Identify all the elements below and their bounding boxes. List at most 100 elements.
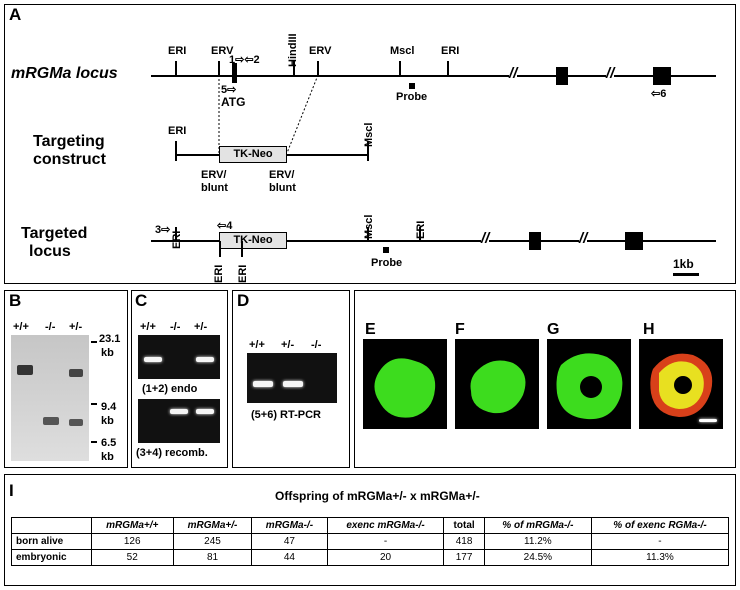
table-row: born alive 126 245 47 - 418 11.2% - — [11, 533, 730, 550]
construct-mscl: Mscl — [363, 122, 375, 147]
b-genotype-1: +/+ — [13, 321, 29, 333]
d-genotype-1: +/+ — [249, 339, 265, 351]
targeted-mscl: Mscl — [363, 214, 375, 239]
targeted-break-1: // — [481, 230, 490, 247]
d-genotype-3: -/- — [311, 339, 322, 351]
construct-label-1: Targeting — [33, 133, 105, 150]
panel-i-label: I — [9, 481, 14, 500]
targeted-label-2: locus — [29, 243, 71, 260]
construct-eri: ERI — [168, 125, 187, 137]
cell-h — [650, 353, 713, 417]
targeted-label-1: Targeted — [21, 225, 88, 242]
table-header-row: mRGMa+/+ mRGMa+/- mRGMa-/- exenc mRGMa-/… — [11, 517, 730, 534]
erv-blunt-2b: blunt — [269, 182, 296, 194]
c-caption-top: (1+2) endo — [142, 383, 198, 395]
targeted-probe-label: Probe — [371, 257, 403, 269]
panel-f-image — [455, 339, 539, 429]
panel-a: A mRGMa locus ERI ERV 1⇨⇦2 5⇨ ATG HindII… — [4, 4, 736, 284]
locus-eri-2: ERI — [441, 45, 460, 57]
targeted-exon-1 — [529, 232, 541, 250]
locus-label: mRGMa locus — [11, 65, 118, 82]
panel-c: C +/+ -/- +/- (1+2) endo (3+4) recomb. — [131, 290, 228, 468]
cell-f — [470, 360, 526, 414]
b-band-3 — [43, 417, 59, 425]
c-gel-top-band-3 — [196, 357, 214, 362]
construct-tkneo: TK-Neo — [219, 146, 287, 163]
panel-efgh: E F G H — [354, 290, 736, 468]
targeted-eri-2: ERI — [213, 264, 225, 283]
c-gel-bottom-band-3 — [196, 409, 214, 414]
panel-a-label: A — [9, 5, 22, 24]
erv-blunt-1b: blunt — [201, 182, 228, 194]
scale-label: 1kb — [673, 257, 694, 271]
panel-d-label: D — [237, 291, 250, 310]
targeted-eri-4: ERI — [415, 220, 427, 239]
locus-break-1: // — [509, 65, 518, 82]
locus-line — [151, 75, 716, 77]
targeted-probe — [383, 247, 389, 253]
primer-3: 3⇨ — [155, 224, 171, 236]
targeted-line — [151, 240, 716, 242]
targeted-eri-1: ERI — [171, 230, 183, 249]
targeted-eri-3: ERI — [237, 264, 249, 283]
c-caption-bottom: (3+4) recomb. — [136, 447, 208, 459]
b-size-1: 23.1 — [99, 333, 121, 345]
table-title: Offspring of mRGMa+/- x mRGMa+/- — [275, 489, 480, 503]
locus-probe — [409, 83, 415, 89]
targeted-tkneo: TK-Neo — [219, 232, 287, 249]
table-row: embryonic 52 81 44 20 177 24.5% 11.3% — [11, 549, 730, 566]
c-gel-top-band-1 — [144, 357, 162, 362]
b-size-2-unit: kb — [101, 415, 114, 427]
d-gel — [247, 353, 337, 403]
erv-blunt-2a: ERV/ — [269, 169, 295, 181]
panel-e-image — [363, 339, 447, 429]
locus-exon-1 — [556, 67, 568, 85]
scale-bar — [673, 273, 699, 276]
atg-label: ATG — [221, 95, 246, 109]
d-caption: (5+6) RT-PCR — [251, 409, 321, 421]
c-genotype-3: +/- — [194, 321, 208, 333]
primer-1-2: 1⇨⇦2 — [229, 54, 260, 66]
b-size-3: 6.5 — [101, 437, 117, 449]
erv-blunt-1a: ERV/ — [201, 169, 227, 181]
panel-i: I Offspring of mRGMa+/- x mRGMa+/- mRGMa… — [4, 474, 736, 586]
panel-c-label: C — [135, 291, 148, 310]
b-band-2 — [69, 369, 83, 377]
dotted-connectors — [218, 74, 319, 154]
panel-g-label: G — [547, 321, 560, 338]
construct-label-2: construct — [33, 151, 106, 168]
panel-b-label: B — [9, 291, 22, 310]
targeted-exon-2 — [625, 232, 643, 250]
panel-g-image — [547, 339, 631, 429]
panel-f-label: F — [455, 321, 465, 338]
b-size-2: 9.4 — [101, 401, 117, 413]
b-genotype-3: +/- — [69, 321, 83, 333]
targeted-break-2: // — [579, 230, 588, 247]
c-genotype-2: -/- — [170, 321, 181, 333]
locus-exon-2 — [653, 67, 671, 85]
b-band-4 — [69, 419, 83, 426]
primer-6: ⇦6 — [651, 88, 667, 100]
southern-blot — [11, 335, 89, 461]
b-genotype-2: -/- — [45, 321, 56, 333]
b-band-1 — [17, 365, 33, 375]
panel-b: B +/+ -/- +/- 23.1 kb 9.4 kb 6.5 kb — [4, 290, 128, 468]
locus-break-2: // — [606, 65, 615, 82]
c-genotype-1: +/+ — [140, 321, 156, 333]
d-gel-band-1 — [253, 381, 273, 387]
d-gel-band-2 — [283, 381, 303, 387]
c-gel-bottom — [138, 399, 220, 443]
b-size-1-unit: kb — [101, 347, 114, 359]
panel-e-label: E — [365, 321, 376, 338]
primer-5: 5⇨ — [221, 84, 237, 96]
locus-erv-2: ERV — [309, 45, 332, 57]
panel-h-label: H — [643, 321, 655, 338]
h-scale-bar — [699, 419, 717, 422]
d-genotype-2: +/- — [281, 339, 295, 351]
cell-g — [556, 353, 623, 420]
primer-4: ⇦4 — [217, 220, 233, 232]
locus-erv-1: ERV — [211, 45, 234, 57]
locus-mscl: Mscl — [390, 45, 415, 57]
cell-e — [374, 358, 436, 418]
offspring-table: mRGMa+/+ mRGMa+/- mRGMa-/- exenc mRGMa-/… — [11, 517, 730, 566]
